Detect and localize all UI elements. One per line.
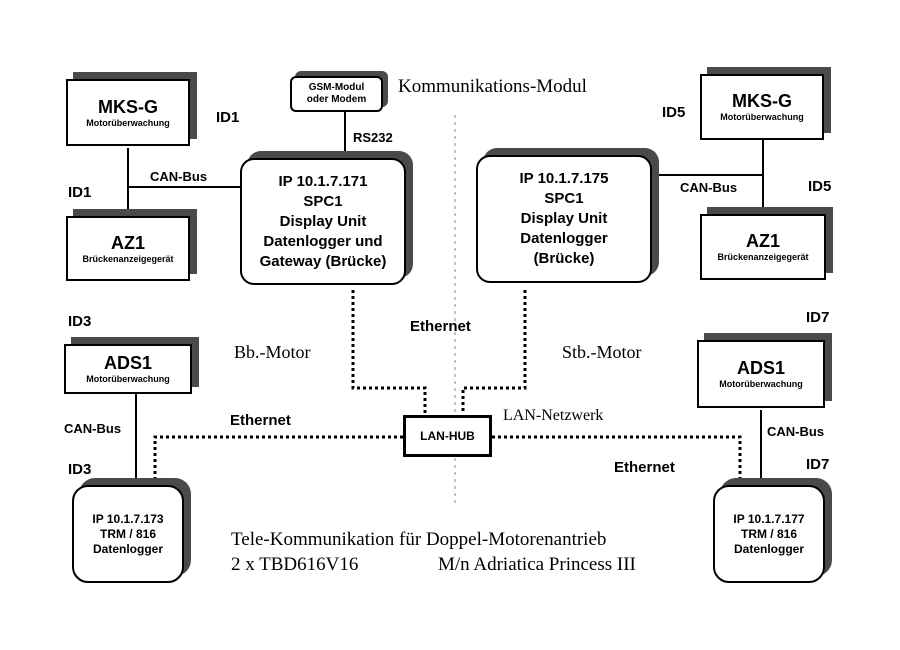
right-ads-sub: Motorüberwachung [719,379,803,389]
left-az-title: AZ1 [110,232,145,253]
right-spc-line2: SPC1 [544,190,584,207]
left-ads-can-label: CAN-Bus [64,421,122,436]
right-mks-title: MKS-G [732,91,792,111]
right-ads-id: ID7 [806,309,830,326]
lan-hub-label: LAN-HUB [420,428,475,443]
left-trm-line3: Datenlogger [92,541,163,556]
gsm-line1: GSM-Modul [308,82,365,93]
right-az-title: AZ1 [745,231,780,251]
ethernet-hub-to-right-trm [492,435,742,482]
left-spc-line4: Datenlogger und [263,232,383,250]
right-trm-line2: TRM / 816 [740,526,797,541]
left-ads-title: ADS1 [103,353,152,373]
right-spc-line5: (Brücke) [533,250,595,267]
right-trm-line1: IP 10.1.7.177 [733,511,805,526]
right-trm-id: ID7 [806,456,830,473]
left-trm-id: ID3 [68,461,92,478]
right-can-label: CAN-Bus [680,180,738,195]
left-spc-line2: SPC1 [303,192,343,210]
lan-network-label: LAN-Netzwerk [503,407,604,424]
left-mks-id: ID1 [216,109,240,126]
right-az-sub: Brückenanzeigegerät [717,252,809,262]
footer-line2b: M/n Adriatica Princess III [438,554,636,575]
right-motor-label: Stb.-Motor [562,342,642,362]
left-motor-label: Bb.-Motor [234,342,311,362]
left-mks-sub: Motorüberwachung [86,117,170,128]
left-ethernet-label: Ethernet [230,412,291,429]
left-trm-line1: IP 10.1.7.173 [92,511,164,526]
right-az-id: ID5 [808,178,832,195]
left-can-label: CAN-Bus [150,169,208,184]
center-ethernet-label: Ethernet [410,318,471,335]
left-mks-title: MKS-G [98,96,158,117]
right-mks-sub: Motorüberwachung [720,112,804,122]
gsm-line2: oder Modem [306,94,367,105]
right-ads-can-label: CAN-Bus [767,424,825,439]
left-mks-box: MKS-G Motorüberwachung [66,79,190,146]
right-trm-line3: Datenlogger [733,541,804,556]
comm-module-label: Kommunikations-Modul [398,76,587,97]
ethernet-hub-to-left-trm [153,435,403,482]
left-trm-line2: TRM / 816 [99,526,156,541]
right-mks-box: MKS-G Motorüberwachung [700,74,824,140]
footer-line1: Tele-Kommunikation für Doppel-Motorenant… [231,529,607,550]
left-ads-box: ADS1 Motorüberwachung [64,344,192,394]
left-az-id: ID1 [68,184,92,201]
left-trm-box: IP 10.1.7.173 TRM / 816 Datenlogger [72,485,184,583]
rs232-label: RS232 [353,130,393,145]
left-spc-line5: Gateway (Brücke) [259,252,387,270]
left-ads-id: ID3 [68,313,92,330]
right-spc-line4: Datenlogger [520,230,608,247]
left-spc-box: IP 10.1.7.171 SPC1 Display Unit Datenlog… [240,158,406,285]
ethernet-right-spc-to-hub [461,290,527,413]
right-spc-box: IP 10.1.7.175 SPC1 Display Unit Datenlog… [476,155,652,283]
left-spc-line3: Display Unit [279,212,367,230]
lan-hub-box: LAN-HUB [403,415,492,457]
left-ads-sub: Motorüberwachung [86,374,170,384]
left-spc-line1: IP 10.1.7.171 [278,172,368,190]
right-az-box: AZ1 Brückenanzeigegerät [700,214,826,280]
right-spc-line3: Display Unit [520,210,608,227]
right-ads-box: ADS1 Motorüberwachung [697,340,825,408]
footer-line2a: 2 x TBD616V16 [231,554,359,575]
right-ads-title: ADS1 [736,358,785,378]
gsm-module-box: GSM-Modul oder Modem [290,76,383,112]
left-az-box: AZ1 Brückenanzeigegerät [66,216,190,281]
right-trm-box: IP 10.1.7.177 TRM / 816 Datenlogger [713,485,825,583]
right-mks-id: ID5 [662,104,686,121]
right-ethernet-label: Ethernet [614,459,675,476]
left-az-sub: Brückenanzeigegerät [82,253,174,264]
ethernet-left-spc-to-hub [351,290,427,413]
right-spc-line1: IP 10.1.7.175 [519,170,609,187]
